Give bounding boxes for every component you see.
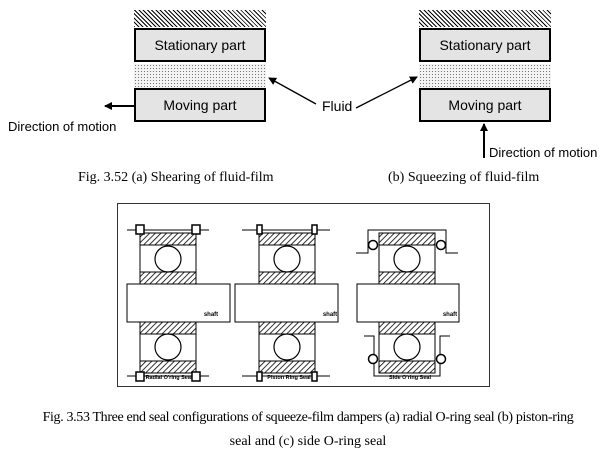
- shaft-label: shaft: [323, 312, 337, 318]
- fixed-ground-hatch-b: [419, 10, 551, 27]
- moving-part-b: Moving part: [419, 88, 551, 122]
- direction-label-b: Direction of motion: [489, 145, 598, 160]
- side-oring-seal-panel: [356, 229, 460, 377]
- fluid-label: Fluid: [322, 98, 353, 114]
- shaft-label: shaft: [443, 312, 457, 318]
- panel-title-radial: Radial O'ring Seal: [146, 375, 193, 381]
- stationary-part-b: Stationary part: [419, 28, 551, 62]
- stationary-part-label: Stationary part: [439, 37, 531, 53]
- seal-figure-frame: [117, 203, 490, 387]
- moving-part-label: Moving part: [163, 97, 237, 113]
- fixed-ground-hatch-a: [134, 10, 266, 27]
- caption-fig-3-52-b: (b) Squeezing of fluid-film: [388, 170, 540, 185]
- moving-part-label: Moving part: [448, 97, 522, 113]
- stationary-part-a: Stationary part: [134, 28, 266, 62]
- fluid-film-a: [134, 64, 266, 88]
- direction-label-a: Direction of motion: [8, 119, 117, 134]
- moving-part-a: Moving part: [134, 88, 266, 122]
- caption-fig-3-53-line2: seal and (c) side O-ring seal: [229, 434, 387, 449]
- shaft-label: shaft: [204, 312, 218, 318]
- fluid-pointer-right: [355, 76, 418, 109]
- piston-ring-seal-panel: [234, 224, 339, 382]
- seal-configurations-drawing: shaft shaft shaft Radial O'ring Seal Pis…: [126, 224, 460, 382]
- radial-oring-seal-panel: [126, 224, 231, 382]
- caption-fig-3-52-a: Fig. 3.52 (a) Shearing of fluid-film: [78, 170, 274, 185]
- fig352-arrows: [104, 76, 488, 158]
- stationary-part-label: Stationary part: [154, 37, 246, 53]
- fluid-pointer-left: [268, 77, 317, 105]
- fluid-film-b: [419, 64, 551, 88]
- caption-fig-3-53-line1: Fig. 3.53 Three end seal configurations …: [42, 410, 574, 425]
- panel-title-piston: Piston Ring Seal: [267, 375, 311, 381]
- panel-title-side: Side O'ring Seal: [389, 375, 431, 381]
